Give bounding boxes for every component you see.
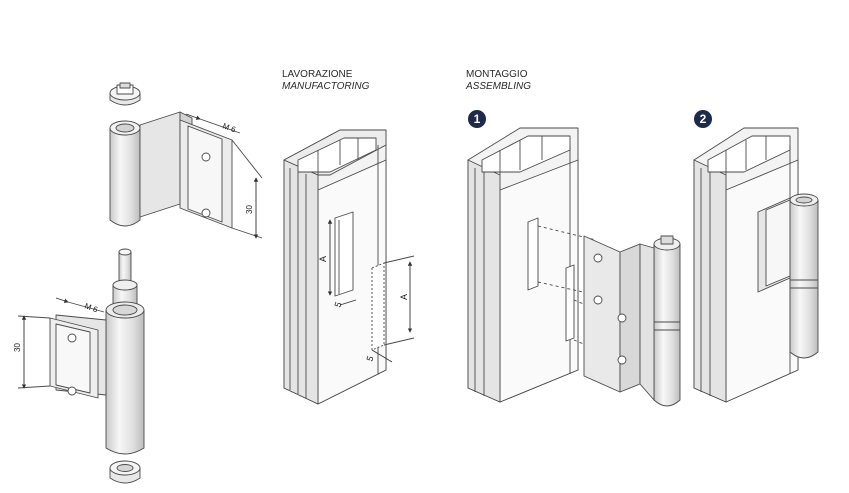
- step-number-2: 2: [700, 112, 707, 126]
- step-number-1: 1: [474, 112, 481, 126]
- manufacturing-heading-it: LAVORAZIONE: [282, 69, 353, 80]
- step-badge-1: 1: [468, 110, 486, 128]
- assembly-step-2: [693, 127, 819, 403]
- height-label-bottom: 30: [13, 343, 22, 352]
- slot-length-label-1: A: [318, 256, 328, 262]
- profile-machining-view: [283, 129, 415, 405]
- assembly-heading-en: ASSEMBLING: [466, 81, 532, 92]
- lower-hinge-half: [17, 248, 145, 455]
- step-badge-2: 2: [694, 110, 712, 128]
- upper-hinge-half: [109, 111, 263, 239]
- hinge-dimension-labels: M 6 30 M 6 30: [13, 121, 254, 352]
- machining-dimension-labels: A 5 A 5: [318, 256, 409, 363]
- manufacturing-heading-en: MANUFACTORING: [282, 81, 370, 92]
- assembly-step-1: [467, 127, 681, 407]
- screw-label-top: M 6: [221, 121, 237, 134]
- slot-length-label-2: A: [399, 294, 409, 300]
- manufacturing-heading: LAVORAZIONE MANUFACTORING: [282, 69, 369, 93]
- height-label-top: 30: [245, 205, 254, 214]
- offset-label-2: 5: [364, 355, 375, 363]
- hinge-exploded-view: [17, 82, 263, 484]
- offset-label-1: 5: [332, 301, 343, 309]
- assembly-heading-it: MONTAGGIO: [466, 69, 528, 80]
- screw-label-bottom: M 6: [83, 301, 99, 314]
- top-cap: [109, 82, 141, 106]
- assembly-heading: MONTAGGIO ASSEMBLING: [466, 69, 531, 93]
- bottom-cap: [109, 460, 141, 484]
